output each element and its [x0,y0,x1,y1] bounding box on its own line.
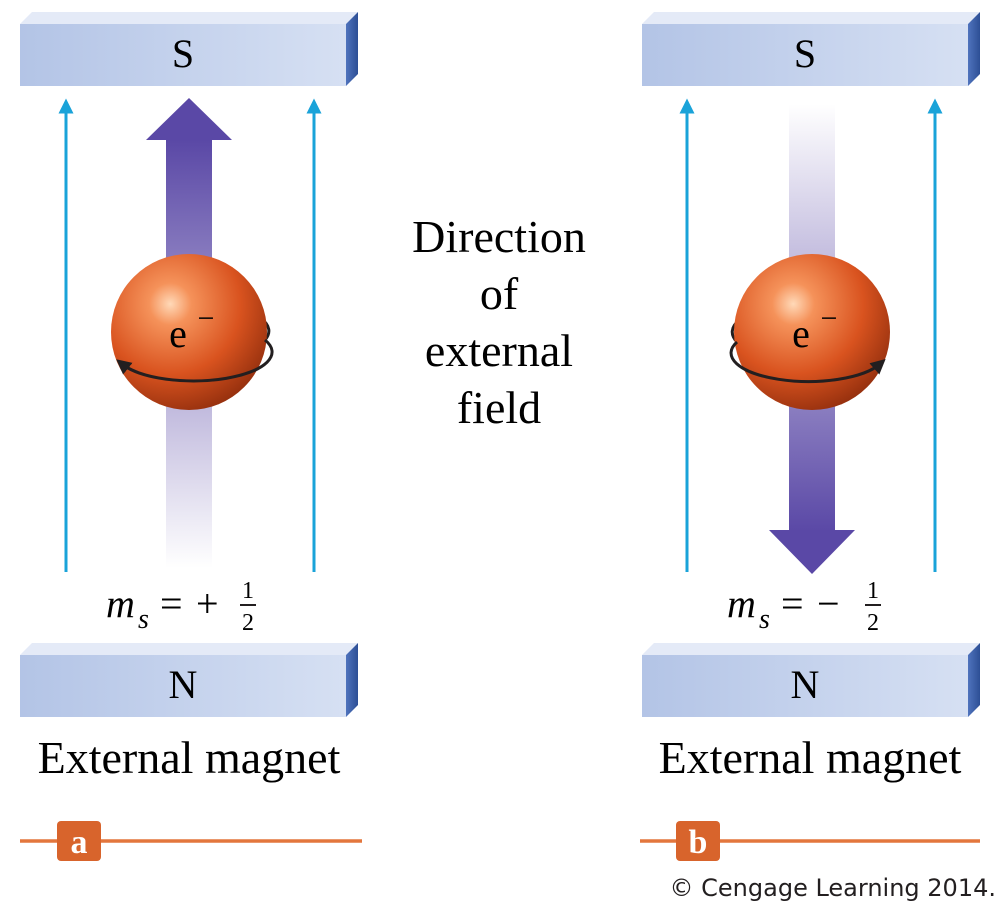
pole-label-n: N [791,662,820,707]
magnet-label: External magnet [38,732,341,783]
svg-text:m: m [106,581,135,626]
svg-text:+: + [196,581,219,626]
magnet-n-b: N [642,643,980,717]
spin-quantum-number-b: m s = − 1 2 [727,578,881,636]
svg-text:1: 1 [867,578,879,604]
magnet-n-a: N [20,643,358,717]
pole-label-s: S [794,31,816,76]
electron-charge: − [821,302,838,335]
panel-b: S e − m s = − 1 2 N [640,12,980,861]
copyright-text: © Cengage Learning 2014. [670,874,996,902]
svg-text:2: 2 [242,610,254,636]
magnet-s-a: S [20,12,358,86]
svg-text:m: m [727,581,756,626]
magnet-label: External magnet [659,732,962,783]
panel-label-a: a [20,821,362,861]
svg-text:s: s [138,604,149,635]
svg-text:−: − [817,581,840,626]
svg-text:of: of [480,268,519,319]
panel-label-b: b [640,821,980,861]
spin-quantum-number-a: m s = + 1 2 [106,578,256,636]
electron-symbol: e [792,311,810,356]
svg-text:Direction: Direction [412,211,586,262]
electron-charge: − [198,302,215,335]
svg-text:external: external [425,325,573,376]
svg-text:=: = [160,581,183,626]
electron-symbol: e [169,311,187,356]
electron-a: e − [111,254,274,410]
svg-text:a: a [71,824,88,861]
electron-b: e − [729,254,890,410]
pole-label-s: S [172,31,194,76]
panel-a: S e − m s = + 1 2 [20,12,362,861]
svg-text:1: 1 [242,578,254,604]
field-direction-label: Direction of external field [412,211,586,433]
svg-text:b: b [689,824,708,861]
electron-sphere [111,254,267,410]
electron-sphere [734,254,890,410]
magnet-s-b: S [642,12,980,86]
svg-text:2: 2 [867,610,879,636]
svg-text:=: = [781,581,804,626]
svg-text:s: s [759,604,770,635]
svg-text:field: field [457,382,541,433]
pole-label-n: N [169,662,198,707]
